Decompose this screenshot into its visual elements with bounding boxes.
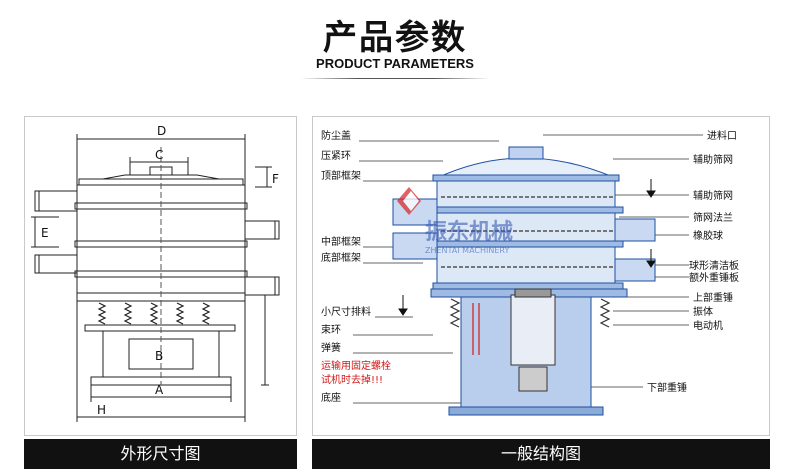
dim-label-e: E <box>41 226 49 240</box>
label-clamp-ring: 压紧环 <box>321 150 351 162</box>
label-base: 底座 <box>321 391 341 404</box>
dim-label-c: C <box>155 148 163 162</box>
label-dust-cover: 防尘盖 <box>321 129 351 142</box>
label-transport-bolt: 运输用固定螺栓 <box>321 359 391 372</box>
label-motor: 电动机 <box>693 319 723 332</box>
dim-label-a: A <box>155 383 164 397</box>
watermark-sub: ZHENTAI MACHINERY <box>425 246 509 255</box>
label-screen-flange: 筛网法兰 <box>693 211 733 224</box>
label-spring: 弹簧 <box>321 341 341 354</box>
label-small-discharge: 小尺寸排料 <box>321 305 371 318</box>
label-ball-cleaning-plate: 球形清洁板 <box>689 259 739 272</box>
dim-label-d: D <box>157 124 166 138</box>
dim-label-b: B <box>155 349 163 363</box>
label-band-ring: 束环 <box>321 324 341 336</box>
outline-drawing: D C F E B A H <box>31 124 280 422</box>
label-top-frame: 顶部框架 <box>321 169 361 182</box>
label-aux-screen-2: 辅助筛网 <box>693 189 733 202</box>
label-vibrating-body: 振体 <box>693 305 713 318</box>
label-bottom-frame: 底部框架 <box>321 251 361 264</box>
label-feed-inlet: 进料口 <box>707 129 737 142</box>
dim-label-h: H <box>97 403 106 417</box>
label-remove-warning: 试机时去掉!!! <box>321 373 383 386</box>
structure-drawing-panel: 振东机械 ZHENTAI MACHINERY 防尘盖 压紧环 顶部框架 中部框架… <box>312 116 770 436</box>
label-lower-weight: 下部重锤 <box>647 381 687 394</box>
watermark-brand: 振东机械 <box>425 219 513 245</box>
outline-drawing-panel: D C F E B A H <box>24 116 297 436</box>
label-extra-weight-plate: 额外重锤板 <box>689 271 739 284</box>
structure-drawing: 振东机械 ZHENTAI MACHINERY 防尘盖 压紧环 顶部框架 中部框架… <box>321 129 739 416</box>
label-aux-screen-1: 辅助筛网 <box>693 153 733 166</box>
structure-caption: 一般结构图 <box>312 439 770 469</box>
dim-label-f: F <box>272 172 279 186</box>
watermark-logo <box>397 187 421 215</box>
page-subtitle: PRODUCT PARAMETERS <box>316 56 474 71</box>
page-title: 产品参数 <box>323 18 467 58</box>
label-upper-weight: 上部重锤 <box>693 291 733 304</box>
outline-caption: 外形尺寸图 <box>24 439 297 469</box>
label-rubber-ball: 橡胶球 <box>693 229 723 242</box>
title-underline <box>300 78 490 79</box>
label-middle-frame: 中部框架 <box>321 235 361 248</box>
